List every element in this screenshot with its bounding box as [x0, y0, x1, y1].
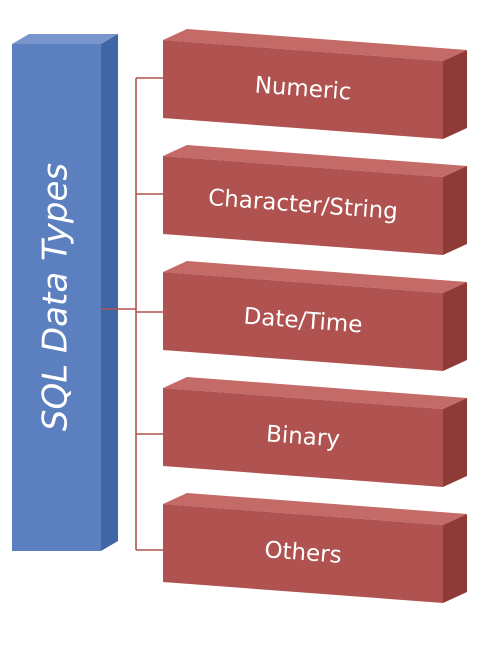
root-front-face [12, 44, 101, 551]
category-list: Numeric Character/String Date/Time Binar… [163, 29, 467, 603]
category-box-front-face [163, 272, 443, 371]
root-side-face [101, 34, 118, 551]
category-box-side-face [443, 398, 467, 487]
category-box-top-face [163, 29, 467, 61]
category-box-numeric: Numeric [163, 29, 467, 139]
category-box-top-face [163, 261, 467, 293]
category-box-front-face [163, 504, 443, 603]
category-box-top-face [163, 145, 467, 177]
root-top-face [12, 34, 118, 44]
category-box-front-face [163, 156, 443, 255]
connector-bracket [101, 77, 163, 551]
category-box-side-face [443, 514, 467, 603]
category-box-binary: Binary [163, 377, 467, 487]
root-node: SQL Data Types [12, 34, 118, 551]
category-box-front-face [163, 40, 443, 139]
category-label: Binary [265, 421, 341, 452]
category-box-character-string: Character/String [163, 145, 467, 255]
root-label: SQL Data Types [36, 163, 76, 431]
category-box-others: Others [163, 493, 467, 603]
category-box-side-face [443, 50, 467, 139]
category-box-date-time: Date/Time [163, 261, 467, 371]
category-box-side-face [443, 166, 467, 255]
category-label: Others [264, 537, 343, 569]
category-box-top-face [163, 493, 467, 525]
category-box-side-face [443, 282, 467, 371]
category-box-front-face [163, 388, 443, 487]
category-box-top-face [163, 377, 467, 409]
